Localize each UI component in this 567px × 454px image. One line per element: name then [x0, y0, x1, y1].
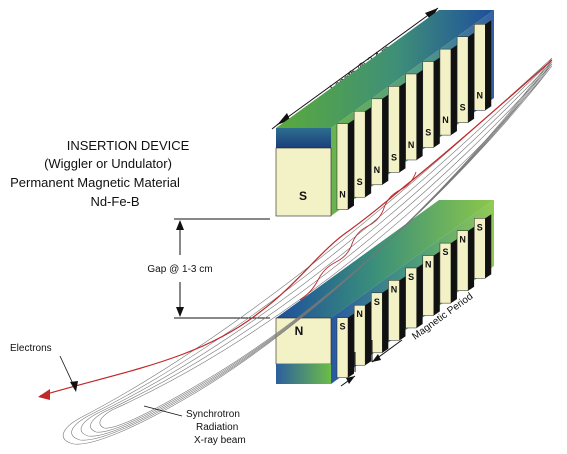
lower-pole-label: S [408, 272, 414, 282]
synchrotron-label-3: X-ray beam [194, 435, 246, 446]
lower-pole-9: S [474, 214, 492, 279]
lower-pole-3: S [371, 288, 389, 354]
synchrotron-annotation: Synchrotron Radiation X-ray beam [143, 405, 246, 446]
title-block: INSERTION DEVICE (Wiggler or Undulator) … [10, 138, 190, 209]
synchrotron-label-1: Synchrotron [186, 409, 240, 420]
title-line-2: (Wiggler or Undulator) [44, 156, 172, 171]
lower-pole-label: N [391, 284, 398, 294]
electron-path [38, 59, 553, 400]
title-line-3: Permanent Magnetic Material [10, 175, 180, 190]
lower-pole-6: N [422, 251, 440, 316]
upper-pole-label: N [442, 115, 449, 125]
lower-pole-label: S [477, 222, 483, 232]
lower-pole-8: N [456, 226, 475, 291]
upper-pole-label: S [357, 177, 363, 187]
lower-pole-7: S [439, 239, 457, 304]
lower-pole-1: S [336, 313, 355, 378]
gap-label: Gap @ 1-3 cm [147, 264, 212, 275]
upper-pole-7: N [439, 45, 457, 136]
title-line-4: Nd-Fe-B [90, 194, 139, 209]
upper-pole-label: N [408, 140, 415, 150]
lower-pole-label: S [374, 297, 380, 307]
electrons-label: Electrons [10, 343, 52, 354]
radiation-cone [62, 57, 553, 445]
lower-pole-label: S [339, 322, 345, 332]
electrons-annotation: Electrons [10, 343, 78, 392]
lower-pole-label: N [356, 309, 363, 319]
lower-pole-5: S [405, 263, 423, 329]
upper-pole-9: N [474, 20, 492, 111]
upper-pole-label: S [460, 103, 466, 113]
title-line-1: INSERTION DEVICE [67, 138, 190, 153]
upper-end-magnet-face [275, 147, 332, 217]
lower-end-magnet-face [275, 317, 332, 365]
upper-pole-6: S [422, 57, 440, 148]
upper-pole-1: N [336, 119, 355, 210]
upper-pole-label: N [477, 90, 484, 100]
upper-pole-8: S [456, 32, 475, 123]
gap-dimension: Gap @ 1-3 cm [147, 218, 270, 319]
synchrotron-label-2: Radiation [196, 422, 238, 433]
electron-arrowhead [38, 389, 50, 400]
lower-end-cap-bottom [276, 364, 331, 384]
upper-pole-label: S [391, 152, 397, 162]
upper-pole-label: N [339, 190, 346, 200]
upper-end-cap-top [276, 128, 331, 148]
upper-pole-2: S [353, 107, 372, 198]
upper-pole-4: S [388, 82, 406, 173]
lower-end-pole: N [295, 324, 304, 338]
lower-pole-label: N [459, 235, 466, 245]
lower-pole-4: N [388, 276, 406, 341]
lower-pole-2: N [353, 301, 372, 366]
upper-pole-5: N [405, 69, 423, 161]
lower-pole-label: S [442, 247, 448, 257]
lower-pole-label: N [425, 260, 432, 270]
upper-end-pole: S [299, 189, 307, 203]
upper-pole-label: N [374, 165, 381, 175]
upper-pole-label: S [425, 128, 431, 138]
upper-pole-3: N [371, 94, 389, 186]
